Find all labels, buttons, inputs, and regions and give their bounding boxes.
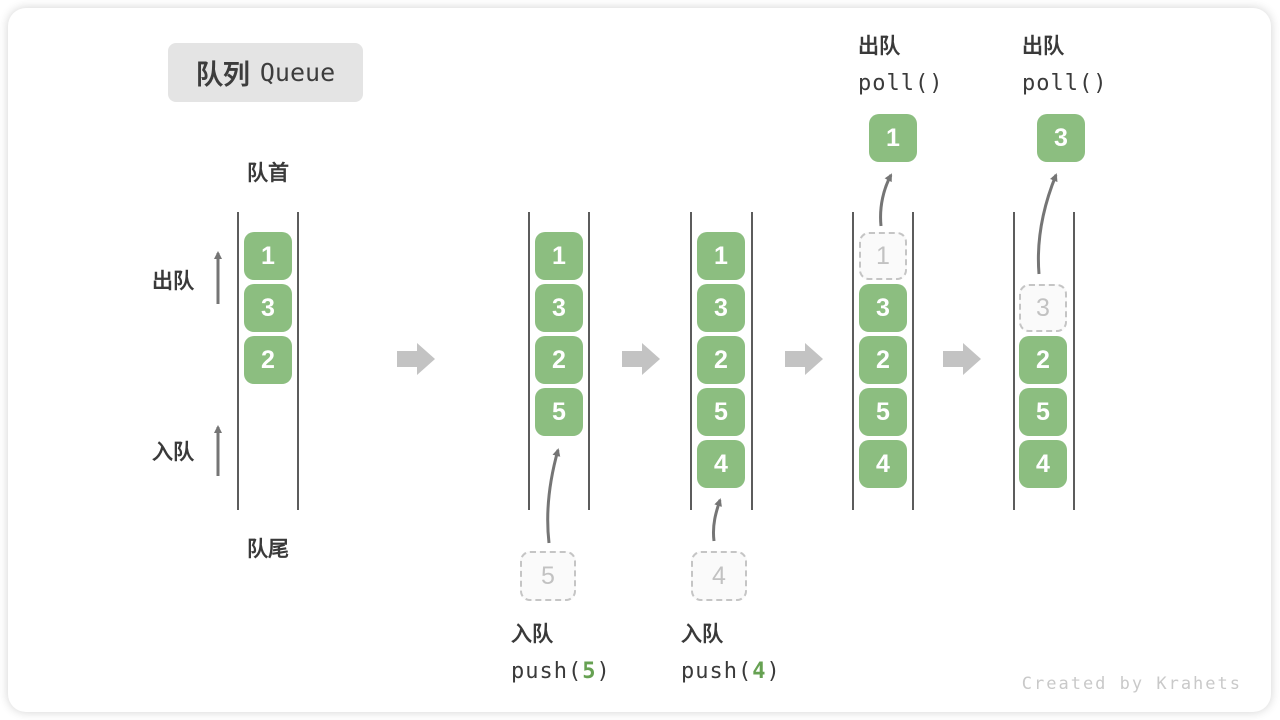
- label-queue-rear: 队尾: [247, 538, 289, 561]
- op-enqueue-1-label: 入队: [511, 623, 553, 646]
- queue-item: 5: [697, 388, 745, 436]
- queue-item: 5: [1019, 388, 1067, 436]
- incoming-item-ghost: 4: [691, 551, 747, 601]
- op-dequeue-1-code: poll(): [858, 71, 944, 96]
- queue-wall-right: [912, 212, 914, 510]
- queue-item: 2: [859, 336, 907, 384]
- queue-item: 1: [535, 232, 583, 280]
- queue-item: 2: [244, 336, 292, 384]
- code-arg: 4: [752, 659, 767, 684]
- removed-item-ghost: 1: [859, 232, 907, 280]
- queue-item: 4: [697, 440, 745, 488]
- queue-wall-right: [1073, 212, 1075, 510]
- op-dequeue-2-label: 出队: [1022, 35, 1064, 58]
- code-post: ): [766, 659, 781, 684]
- queue-item: 1: [244, 232, 292, 280]
- watermark: Created by Krahets: [1021, 674, 1242, 694]
- op-dequeue-2: 出队 poll(): [1022, 30, 1107, 96]
- popped-item: 1: [869, 114, 917, 162]
- label-enqueue: 入队: [152, 441, 194, 464]
- label-dequeue: 出队: [152, 270, 194, 293]
- removed-item-ghost: 3: [1019, 284, 1067, 332]
- popped-item: 3: [1037, 114, 1085, 162]
- queue-wall-left: [237, 212, 239, 510]
- op-enqueue-1: 入队 push(5): [511, 618, 611, 684]
- op-enqueue-2-code: push(4): [681, 659, 781, 684]
- queue-item: 3: [697, 284, 745, 332]
- queue-item: 2: [535, 336, 583, 384]
- queue-wall-left: [1013, 212, 1015, 510]
- queue-wall-left: [852, 212, 854, 510]
- op-dequeue-2-code: poll(): [1022, 71, 1108, 96]
- title-en: Queue: [259, 58, 336, 87]
- queue-wall-right: [588, 212, 590, 510]
- queue-wall-left: [690, 212, 692, 510]
- op-enqueue-2: 入队 push(4): [681, 618, 781, 684]
- op-dequeue-1: 出队 poll(): [858, 30, 943, 96]
- queue-item: 5: [859, 388, 907, 436]
- diagram-canvas: [8, 8, 1271, 712]
- label-queue-front: 队首: [247, 162, 289, 185]
- queue-item: 3: [859, 284, 907, 332]
- queue-wall-left: [528, 212, 530, 510]
- queue-item: 3: [535, 284, 583, 332]
- queue-wall-right: [751, 212, 753, 510]
- code-pre: push(: [511, 659, 583, 684]
- title-zh: 队列: [195, 60, 250, 90]
- queue-item: 2: [1019, 336, 1067, 384]
- title-badge: 队列 Queue: [168, 43, 363, 102]
- queue-wall-right: [297, 212, 299, 510]
- queue-item: 4: [859, 440, 907, 488]
- op-dequeue-1-label: 出队: [858, 35, 900, 58]
- queue-item: 2: [697, 336, 745, 384]
- code-pre: push(: [681, 659, 753, 684]
- incoming-item-ghost: 5: [520, 551, 576, 601]
- queue-item: 1: [697, 232, 745, 280]
- code-arg: 5: [582, 659, 597, 684]
- code-post: ): [596, 659, 611, 684]
- queue-item: 3: [244, 284, 292, 332]
- op-enqueue-2-label: 入队: [681, 623, 723, 646]
- queue-item: 4: [1019, 440, 1067, 488]
- queue-item: 5: [535, 388, 583, 436]
- op-enqueue-1-code: push(5): [511, 659, 611, 684]
